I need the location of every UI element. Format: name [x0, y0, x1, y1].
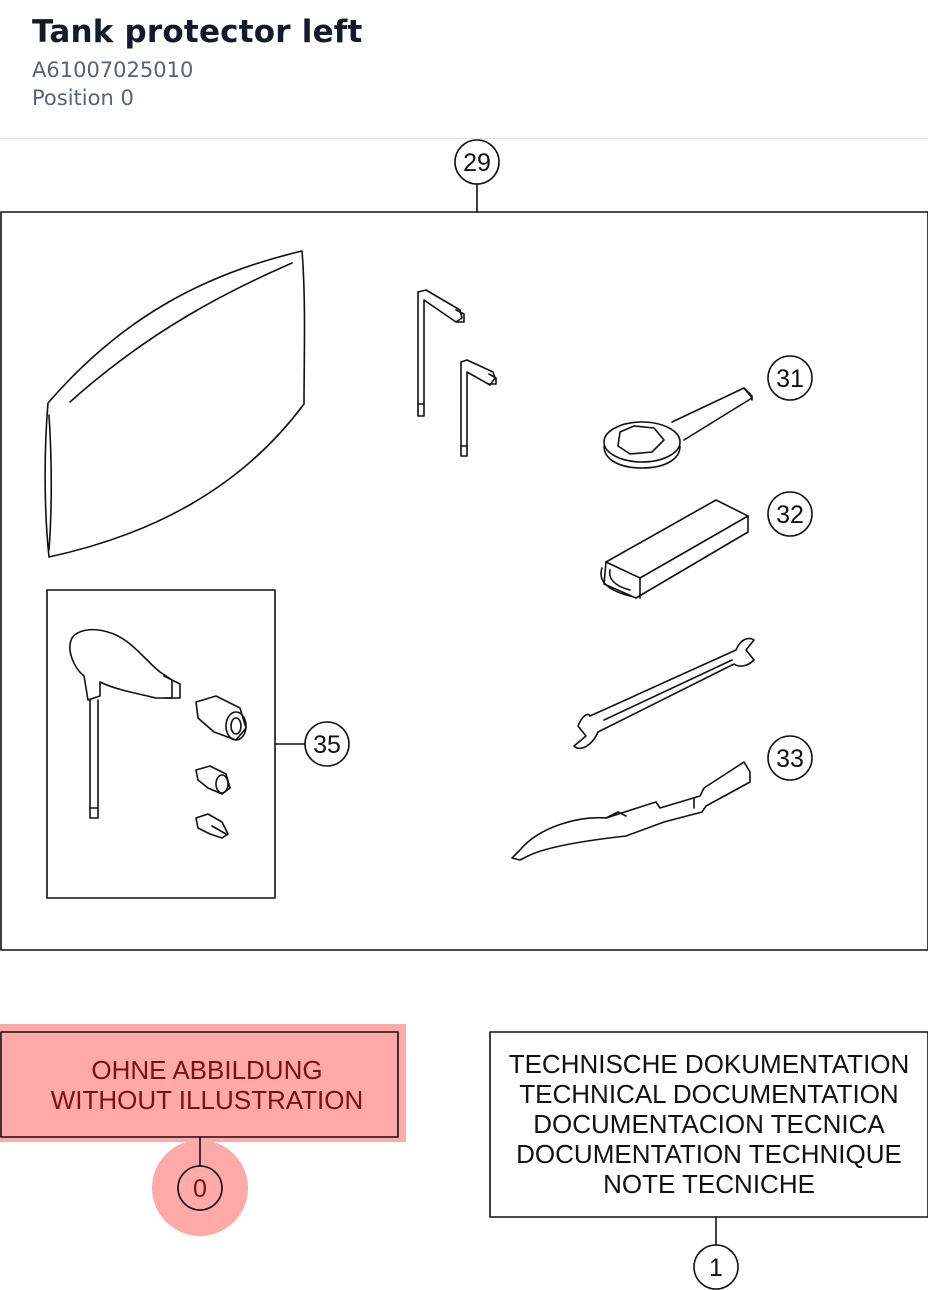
open-end-wrench-drawing	[573, 637, 755, 750]
page-title: Tank protector left	[32, 14, 363, 50]
callout-0[interactable]: 0	[177, 1165, 223, 1211]
subkit-frame	[46, 589, 276, 899]
technical-documentation-box[interactable]: TECHNISCHE DOKUMENTATION TECHNICAL DOCUM…	[489, 1031, 928, 1218]
allen-keys-drawing	[417, 289, 497, 457]
tech-doc-line5: NOTE TECNICHE	[603, 1169, 815, 1199]
ring-spanner-drawing	[603, 387, 753, 469]
callout-0-highlight	[152, 1140, 248, 1236]
bit-sockets-drawing	[195, 695, 247, 839]
callout-0-label: 0	[193, 1175, 207, 1203]
no-illustration-box[interactable]: OHNE ABBILDUNG WITHOUT ILLUSTRATION	[0, 1031, 399, 1138]
callout-32[interactable]: 32	[767, 491, 813, 537]
callout-1-label: 1	[709, 1254, 723, 1282]
tube-drawing	[600, 499, 749, 599]
callout-29[interactable]: 29	[454, 139, 500, 185]
no-illustration-line1: OHNE ABBILDUNG	[91, 1055, 322, 1085]
tech-doc-line3: DOCUMENTACION TECNICA	[533, 1109, 885, 1139]
callout-33-label: 33	[776, 745, 804, 773]
callout-31[interactable]: 31	[767, 355, 813, 401]
position-label: Position 0	[32, 86, 134, 110]
callout-35[interactable]: 35	[304, 721, 350, 767]
page-header: Tank protector left A61007025010 Positio…	[0, 0, 928, 139]
callout-32-label: 32	[776, 501, 804, 529]
callout-29-label: 29	[463, 149, 491, 177]
no-illustration-line2: WITHOUT ILLUSTRATION	[51, 1085, 364, 1115]
part-number: A61007025010	[32, 58, 194, 82]
tech-doc-line2: TECHNICAL DOCUMENTATION	[519, 1079, 898, 1109]
t-handle-driver-drawing	[69, 628, 181, 819]
hook-spanner-drawing	[511, 761, 751, 861]
callout-1[interactable]: 1	[693, 1244, 739, 1290]
callout-31-label: 31	[776, 365, 804, 393]
tech-doc-line4: DOCUMENTATION TECHNIQUE	[516, 1139, 902, 1169]
tool-kit-frame	[0, 211, 928, 951]
no-illustration-highlight	[0, 1024, 406, 1142]
callout-35-label: 35	[313, 731, 341, 759]
callout-33[interactable]: 33	[767, 735, 813, 781]
tech-doc-line1: TECHNISCHE DOKUMENTATION	[509, 1049, 910, 1079]
tool-bag-drawing	[44, 250, 306, 558]
